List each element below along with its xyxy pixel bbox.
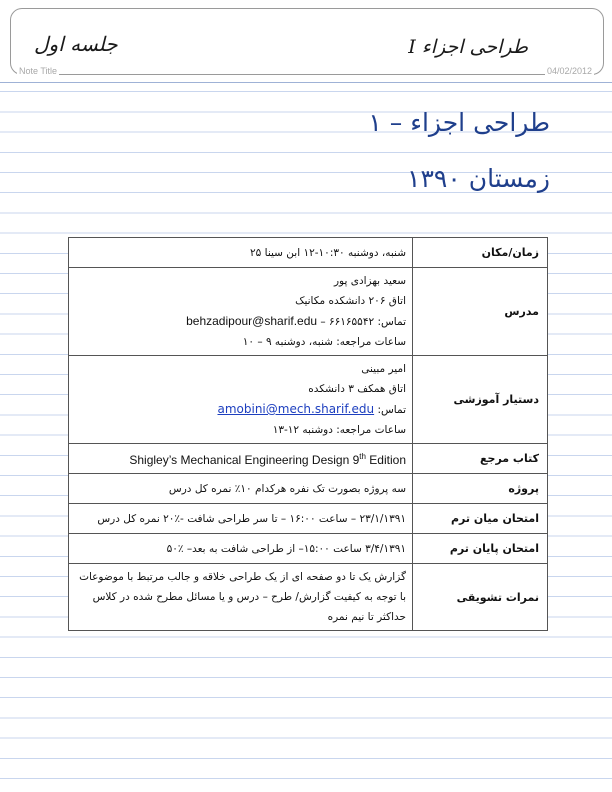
book-value: Shigley’s Mechanical Engineering Design … xyxy=(68,443,413,474)
final-label: امتحان پایان ترم xyxy=(412,533,548,564)
instructor-contact: تماس: ۶۶۱۶۵۵۴۲ – behzadipour@sharif.edu xyxy=(186,314,406,328)
handwritten-course-title: طراحی اجزاء I xyxy=(408,36,528,58)
schedule-value: شنبه، دوشنبه ۱۰:۳۰-۱۲ ابن سینا ۲۵ xyxy=(68,237,413,268)
table-row-final: ۳/۴/۱۳۹۱ ساعت ۱۵:۰۰– از طراحی شافت به بع… xyxy=(68,533,548,564)
bonus-value: گزارش یک تا دو صفحه ای از یک طراحی خلاقه… xyxy=(68,563,413,631)
ta-office: اتاق همکف ۳ دانشکده xyxy=(308,383,406,395)
ta-name: امیر مبینی xyxy=(361,363,406,375)
bonus-label: نمرات تشویقی xyxy=(412,563,548,631)
table-row-instructor: سعید بهزادی پور اتاق ۲۰۶ دانشکده مکانیک … xyxy=(68,267,548,356)
ta-label: دستیار آموزشی xyxy=(412,355,548,444)
ta-email-link[interactable]: amobini@mech.sharif.edu xyxy=(217,402,375,416)
note-title-box[interactable] xyxy=(10,8,604,75)
instructor-label: مدرس xyxy=(412,267,548,356)
instructor-value: سعید بهزادی پور اتاق ۲۰۶ دانشکده مکانیک … xyxy=(68,267,413,356)
instructor-email[interactable]: behzadipour@sharif.edu xyxy=(186,314,318,328)
instructor-name: سعید بهزادی پور xyxy=(333,275,406,287)
course-info-table: شنبه، دوشنبه ۱۰:۳۰-۱۲ ابن سینا ۲۵ زمان/م… xyxy=(68,237,548,631)
table-row-bonus: گزارش یک تا دو صفحه ای از یک طراحی خلاقه… xyxy=(68,563,548,631)
midterm-value: ۲۳/۱/۱۳۹۱ – ساعت ۱۶:۰۰ – تا سر طراحی شاف… xyxy=(68,503,413,534)
table-row-schedule: شنبه، دوشنبه ۱۰:۳۰-۱۲ ابن سینا ۲۵ زمان/م… xyxy=(68,237,548,268)
table-row-project: سه پروژه بصورت تک نفره هرکدام ۱۰٪ نمره ک… xyxy=(68,473,548,504)
note-date: 04/02/2012 xyxy=(544,66,594,76)
table-row-ta: امیر مبینی اتاق همکف ۳ دانشکده تماس: amo… xyxy=(68,355,548,444)
ta-hours: ساعات مراجعه: دوشنبه ۱۲-۱۳ xyxy=(272,424,406,436)
semester-title: زمستان ۱۳۹۰ xyxy=(407,164,550,193)
midterm-label: امتحان میان ترم xyxy=(412,503,548,534)
note-title-label: Note Title xyxy=(17,66,60,76)
ta-value: امیر مبینی اتاق همکف ۳ دانشکده تماس: amo… xyxy=(68,355,413,444)
instructor-office: اتاق ۲۰۶ دانشکده مکانیک xyxy=(295,295,406,307)
table-row-book: Shigley’s Mechanical Engineering Design … xyxy=(68,443,548,474)
schedule-label: زمان/مکان xyxy=(412,237,548,268)
instructor-hours: ساعات مراجعه: شنبه، دوشنبه ۹ – ۱۰ xyxy=(242,336,406,348)
project-value: سه پروژه بصورت تک نفره هرکدام ۱۰٪ نمره ک… xyxy=(68,473,413,504)
project-label: پروژه xyxy=(412,473,548,504)
book-title: Shigley’s Mechanical Engineering Design … xyxy=(129,452,406,467)
handwritten-session-label: جلسه اول xyxy=(34,32,118,56)
final-value: ۳/۴/۱۳۹۱ ساعت ۱۵:۰۰– از طراحی شافت به بع… xyxy=(68,533,413,564)
instructor-phone: ۶۶۱۶۵۵۴۲ xyxy=(328,316,375,328)
course-title: طراحی اجزاء – ۱ xyxy=(368,108,550,137)
ta-contact: تماس: amobini@mech.sharif.edu xyxy=(217,402,406,416)
table-row-midterm: ۲۳/۱/۱۳۹۱ – ساعت ۱۶:۰۰ – تا سر طراحی شاف… xyxy=(68,503,548,534)
book-label: کتاب مرجع xyxy=(412,443,548,474)
